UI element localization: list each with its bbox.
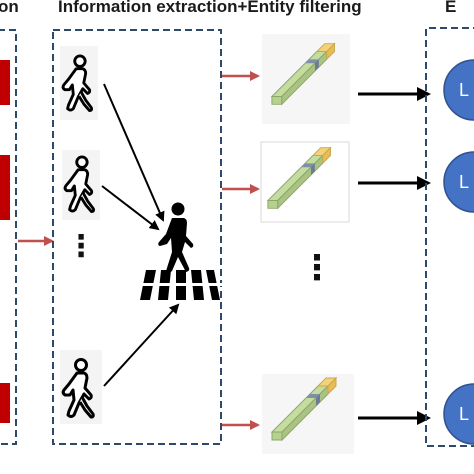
pedestrian-crossing-icon: [140, 202, 222, 300]
entity-label-3: L: [459, 404, 470, 424]
red-bar-3: [0, 383, 10, 423]
arrow-walker1: [103, 83, 165, 222]
arrow-walker3: [103, 303, 180, 387]
ellipsis-left: ⋮: [66, 229, 96, 264]
entity-circle-icon: [443, 59, 474, 121]
header-left: on: [0, 0, 19, 16]
ellipsis-right: ⋮: [300, 248, 334, 288]
feature-frame-2: [260, 141, 350, 223]
header-right: E: [445, 0, 457, 16]
red-bar-1: [0, 60, 10, 105]
left-group-box: [0, 29, 17, 445]
arrow-walker2: [101, 185, 160, 231]
red-bar-2: [0, 155, 10, 220]
entity-box: [425, 27, 474, 447]
entity-circle-icon: [443, 151, 474, 213]
entity-circle-icon: [443, 383, 474, 445]
entity-label-2: L: [459, 172, 470, 192]
header-middle: Information extraction+Entity filtering: [58, 0, 362, 16]
extraction-box: [52, 29, 222, 445]
entity-label-1: L: [459, 80, 470, 100]
